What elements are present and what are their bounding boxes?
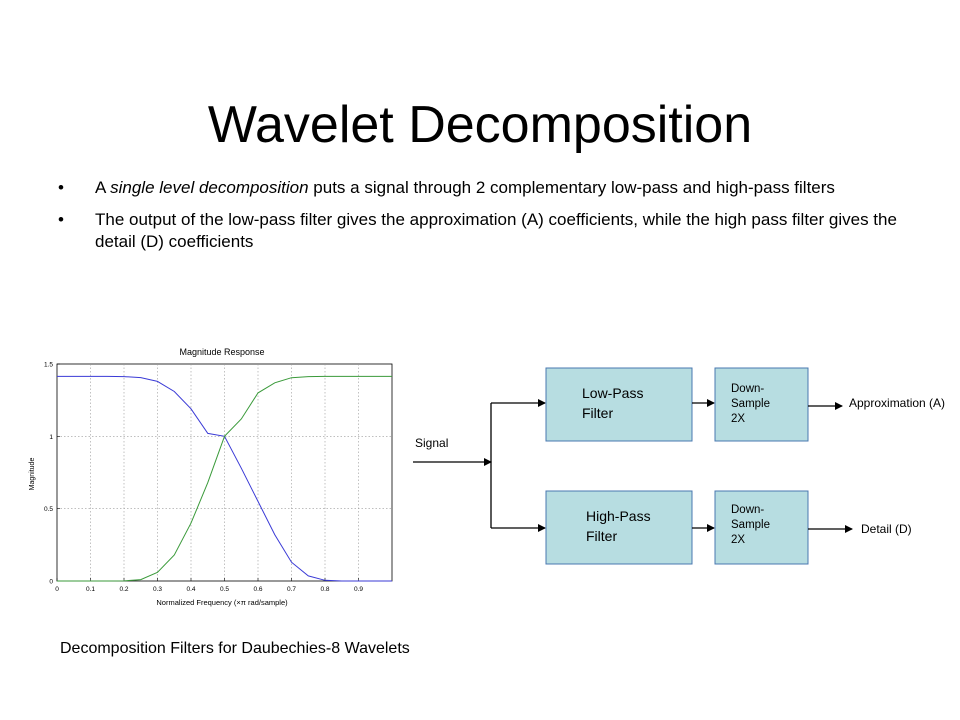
bullet-text-start: A [95, 178, 111, 197]
downsample-label-line: Down- [731, 383, 764, 395]
highpass-downsample-label: Down- Sample 2X [731, 504, 773, 546]
detail-output-label: Detail (D) [861, 522, 912, 536]
highpass-filter-block [545, 490, 693, 565]
bullet-emphasis: single level decomposition [110, 178, 309, 197]
highpass-filter-label-line: Filter [586, 528, 617, 544]
bullet-item: • The output of the low-pass filter give… [58, 209, 938, 253]
chart-series [57, 375, 392, 582]
lowpass-filter-label-line: Filter [582, 405, 613, 421]
bullet-marker: • [58, 210, 64, 229]
x-tick-label: 0 [55, 586, 59, 593]
downsample-label-line: Sample [731, 519, 770, 531]
chart-title: Magnitude Response [179, 347, 264, 357]
y-tick-label: 0.5 [44, 506, 53, 513]
chart-grid [57, 364, 392, 581]
downsample-label-line: 2X [731, 413, 745, 425]
x-tick-label: 0.1 [86, 586, 95, 593]
figure-caption: Decomposition Filters for Daubechies-8 W… [60, 640, 410, 657]
lowpass-filter-label: Low-Pass Filter [582, 385, 647, 421]
downsample-label-line: Sample [731, 398, 770, 410]
bullet-item: • A single level decomposition puts a si… [58, 177, 938, 199]
bullet-text-end: puts a signal through 2 complementary lo… [308, 178, 835, 197]
y-tick-label: 1 [49, 434, 53, 441]
x-tick-label: 0.9 [354, 586, 363, 593]
chart-x-axis-label: Normalized Frequency (×π rad/sample) [156, 598, 288, 607]
x-tick-label: 0.2 [119, 586, 128, 593]
bullet-text: The output of the low-pass filter gives … [95, 210, 897, 251]
x-tick-label: 0.3 [153, 586, 162, 593]
x-tick-label: 0.6 [253, 586, 262, 593]
highpass-filter-label: High-Pass Filter [586, 508, 654, 544]
x-tick-label: 0.5 [220, 586, 229, 593]
lowpass-filter-block [545, 367, 693, 442]
chart-ticks: 0 0.1 0.2 0.3 0.4 0.5 0.6 0.7 0.8 0.9 0 0.5 1 1.5 [44, 362, 363, 594]
highpass-downsample-block [714, 490, 809, 565]
downsample-label-line: 2X [731, 534, 745, 546]
lowpass-downsample-label: Down- Sample 2X [731, 383, 773, 425]
approximation-output-label: Approximation (A) [849, 396, 945, 410]
signal-label: Signal [415, 436, 448, 450]
x-tick-label: 0.4 [186, 586, 195, 593]
y-tick-label: 1.5 [44, 362, 53, 369]
highpass-filter-label-line: High-Pass [586, 508, 651, 524]
downsample-label-line: Down- [731, 504, 764, 516]
decomposition-block-diagram: Signal Low-Pass Filter Down- Sample 2X A… [413, 367, 945, 565]
y-tick-label: 0 [49, 579, 53, 586]
lowpass-filter-label-line: Low-Pass [582, 385, 643, 401]
x-tick-label: 0.8 [320, 586, 329, 593]
bullet-list: • A single level decomposition puts a si… [58, 177, 938, 263]
highpass-response-line [57, 375, 392, 582]
chart-y-axis-label: Magnitude [29, 458, 36, 491]
slide-title: Wavelet Decomposition [207, 95, 753, 154]
x-tick-label: 0.7 [287, 586, 296, 593]
lowpass-downsample-block [714, 367, 809, 442]
magnitude-response-chart: Magnitude Response Magnitude Normalized … [29, 347, 393, 607]
bullet-marker: • [58, 178, 64, 197]
